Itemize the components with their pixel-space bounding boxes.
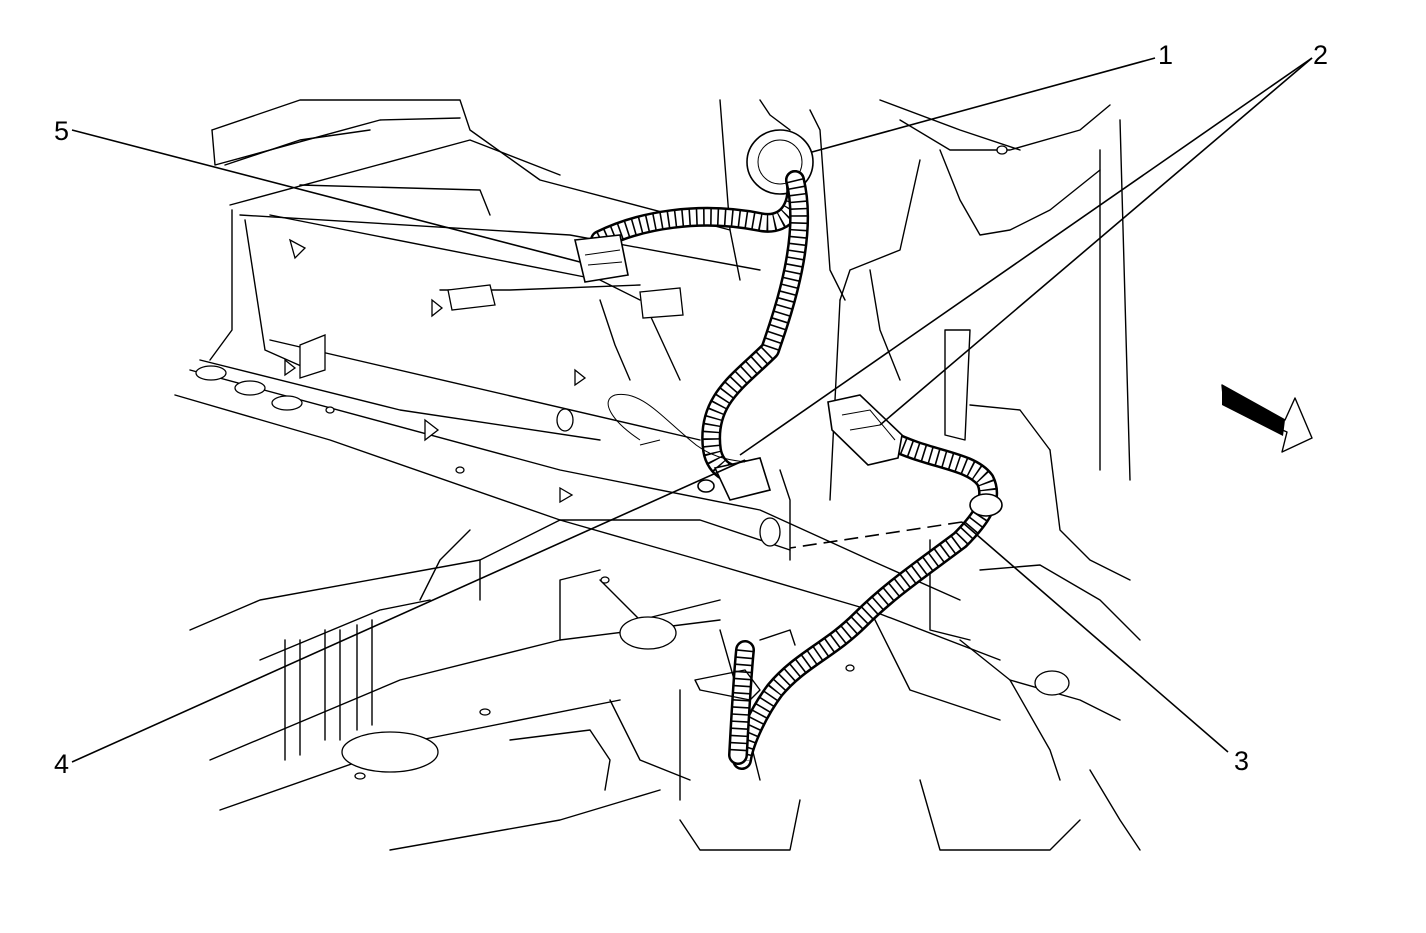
leader-2b (879, 57, 1313, 426)
leader-3 (961, 521, 1229, 753)
callout-2: 2 (1313, 40, 1328, 70)
leader-1 (811, 57, 1156, 153)
harness-clip (969, 493, 1003, 517)
callout-labels: 1 2 3 4 5 (54, 40, 1328, 779)
view-direction-arrow-icon (1221, 384, 1313, 453)
callout-5: 5 (54, 116, 69, 146)
wiring-harness (574, 129, 1003, 770)
callout-4: 4 (54, 749, 69, 779)
connector-4 (713, 457, 772, 501)
leader-2a (739, 57, 1313, 456)
leader-5 (71, 129, 581, 263)
connector-5 (574, 234, 629, 283)
leader-3-dash (789, 521, 963, 549)
leader-4 (71, 459, 746, 763)
callout-leaders (71, 57, 1313, 763)
callout-3: 3 (1234, 746, 1249, 776)
connector-2 (827, 394, 903, 466)
callout-1: 1 (1158, 40, 1173, 70)
body-holes (195, 145, 1070, 780)
